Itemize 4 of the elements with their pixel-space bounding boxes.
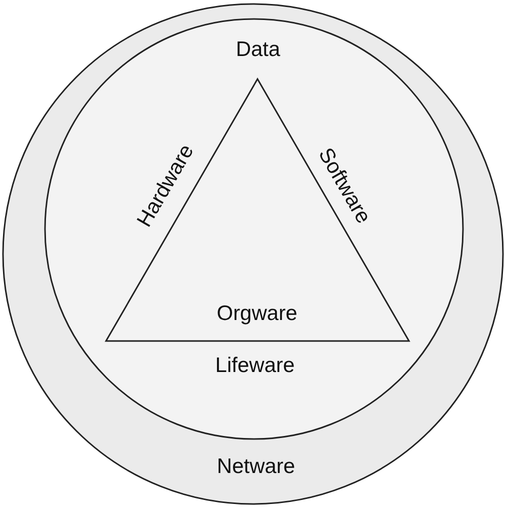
layer-label: Lifeware <box>215 354 295 378</box>
vertex-label: Data <box>236 38 280 62</box>
layer-label: Orgware <box>216 302 298 326</box>
layer-label: Netware <box>216 455 296 479</box>
